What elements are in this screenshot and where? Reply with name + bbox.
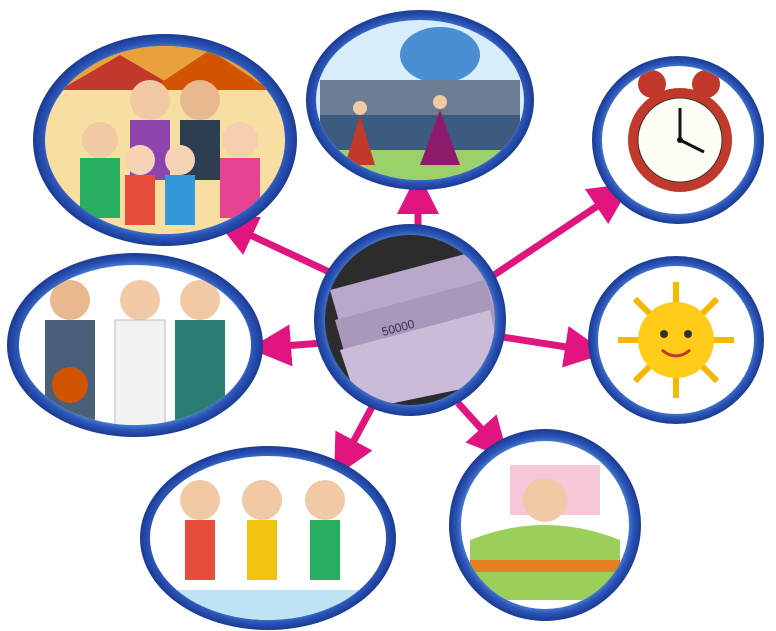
- arrow-to-sick-child: [455, 400, 510, 460]
- sick-child-picture: [449, 429, 641, 621]
- festival-picture: [306, 10, 534, 190]
- sun-picture: [588, 256, 764, 424]
- alarm-clock-picture: [592, 56, 764, 224]
- arrow-to-sun: [495, 326, 607, 368]
- arrow-to-family: [213, 216, 342, 281]
- arrow-to-clock: [492, 183, 632, 278]
- money-center-picture: 50000: [314, 224, 506, 416]
- arrow-to-friends: [249, 324, 324, 367]
- children-picture: [140, 446, 396, 630]
- family-picture: [33, 34, 297, 246]
- arrows: [213, 172, 632, 478]
- arrow-to-children: [334, 405, 376, 478]
- friends-picture: [7, 253, 263, 437]
